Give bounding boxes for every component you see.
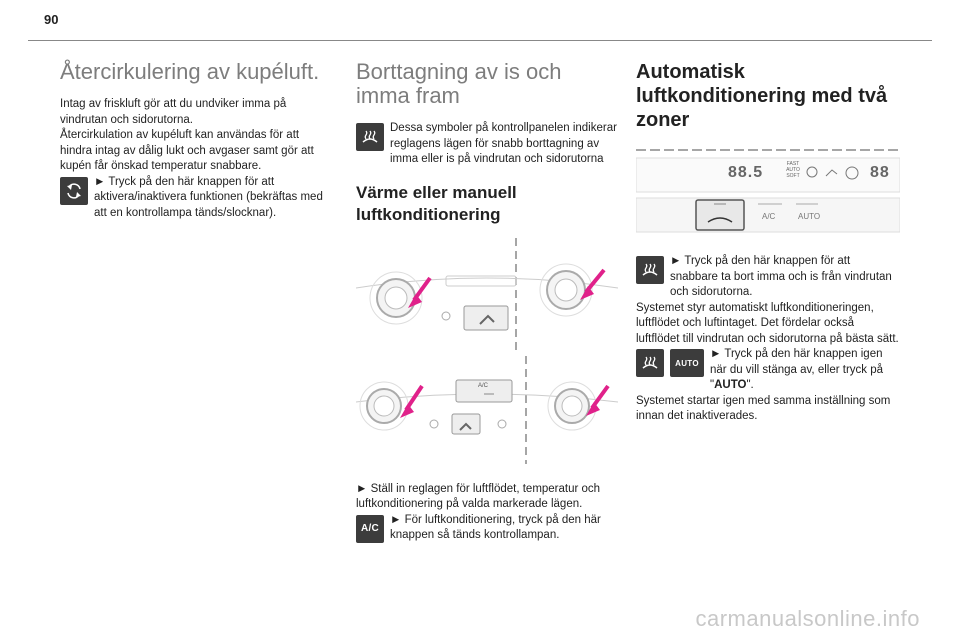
paragraph-restart: Systemet startar igen med samma inställn… (636, 394, 891, 423)
defrost-symbols-note: Dessa symboler på kontrollpanelen indike… (356, 121, 618, 168)
paragraph-fresh-air: Intag av friskluft gör att du undviker i… (60, 98, 287, 126)
stop-text-auto: AUTO (714, 379, 747, 391)
header-rule (28, 40, 932, 41)
max-defrost-icon-repeat (636, 349, 664, 377)
paragraph-defrost-symbols: Dessa symboler på kontrollpanelen indike… (390, 122, 617, 165)
paragraph-system-control: Systemet styr automatiskt luftkonditione… (636, 301, 899, 345)
heading-recirculation: Återcirkulering av kupéluft. (60, 59, 320, 84)
stop-instruction: AUTO ► Tryck på den här knappen igen när… (636, 347, 900, 394)
recirculation-icon (60, 176, 88, 205)
stop-text-c: ". (746, 379, 754, 391)
display-left-digits: 88.5 (728, 164, 764, 181)
display-fast-auto-soft: FAST AUTO SOFT (786, 161, 800, 179)
manual-panel-illustration-2: A/C (356, 355, 618, 464)
heading-manual-ac: Värme eller manuell luftkonditionering (356, 182, 517, 224)
column-defrost: Borttagning av is och imma fram Dessa sy… (356, 60, 618, 545)
column-recirculation: Återcirkulering av kupéluft. Intag av fr… (60, 60, 330, 221)
defrost-instruction: ► Tryck på den här knappen för att snabb… (636, 254, 900, 301)
recirculation-instruction: ► Tryck på den här knappen för att aktiv… (60, 175, 330, 222)
heading-defrost: Borttagning av is och imma fram (356, 59, 562, 108)
manual-panel-illustration-1 (356, 237, 618, 350)
watermark: carmanualsonline.info (695, 606, 920, 631)
paragraph-stop: ► Tryck på den här knappen igen när du v… (636, 347, 900, 394)
heading-dual-zone: Automatisk luftkonditionering med två zo… (636, 61, 888, 131)
windscreen-defrost-icon (356, 123, 384, 151)
ac-instruction: A/C ► För luftkonditionering, tryck på d… (356, 513, 618, 545)
paragraph-ac-button: ► För luftkonditionering, tryck på den h… (390, 513, 601, 542)
stop-text-a: ► Tryck på den här knappen igen när du v… (710, 348, 884, 391)
paragraph-defrost-button: ► Tryck på den här knappen för att snabb… (670, 255, 892, 298)
max-defrost-icon (636, 256, 664, 284)
auto-icon: AUTO (670, 349, 704, 377)
display-right-digits: 88 (870, 164, 890, 181)
ac-icon: A/C (356, 514, 384, 543)
page-number: 90 (44, 12, 59, 27)
paragraph-set-controls: ► Ställ in reglagen för luftflödet, temp… (356, 482, 601, 511)
auto-button-label-panel: AUTO (798, 212, 821, 221)
dual-zone-panel-illustration: 88.5 FAST AUTO SOFT 88 A/C AUTO (636, 146, 900, 236)
paragraph-recirculation-button: ► Tryck på den här knappen för att aktiv… (94, 175, 323, 219)
ac-button-label-panel: A/C (762, 212, 776, 221)
paragraph-recirculation: Återcirkulation av kupéluft kan användas… (60, 129, 314, 172)
column-dual-zone: Automatisk luftkonditionering med två zo… (636, 60, 900, 425)
ac-button-label-illustration: A/C (478, 382, 489, 389)
